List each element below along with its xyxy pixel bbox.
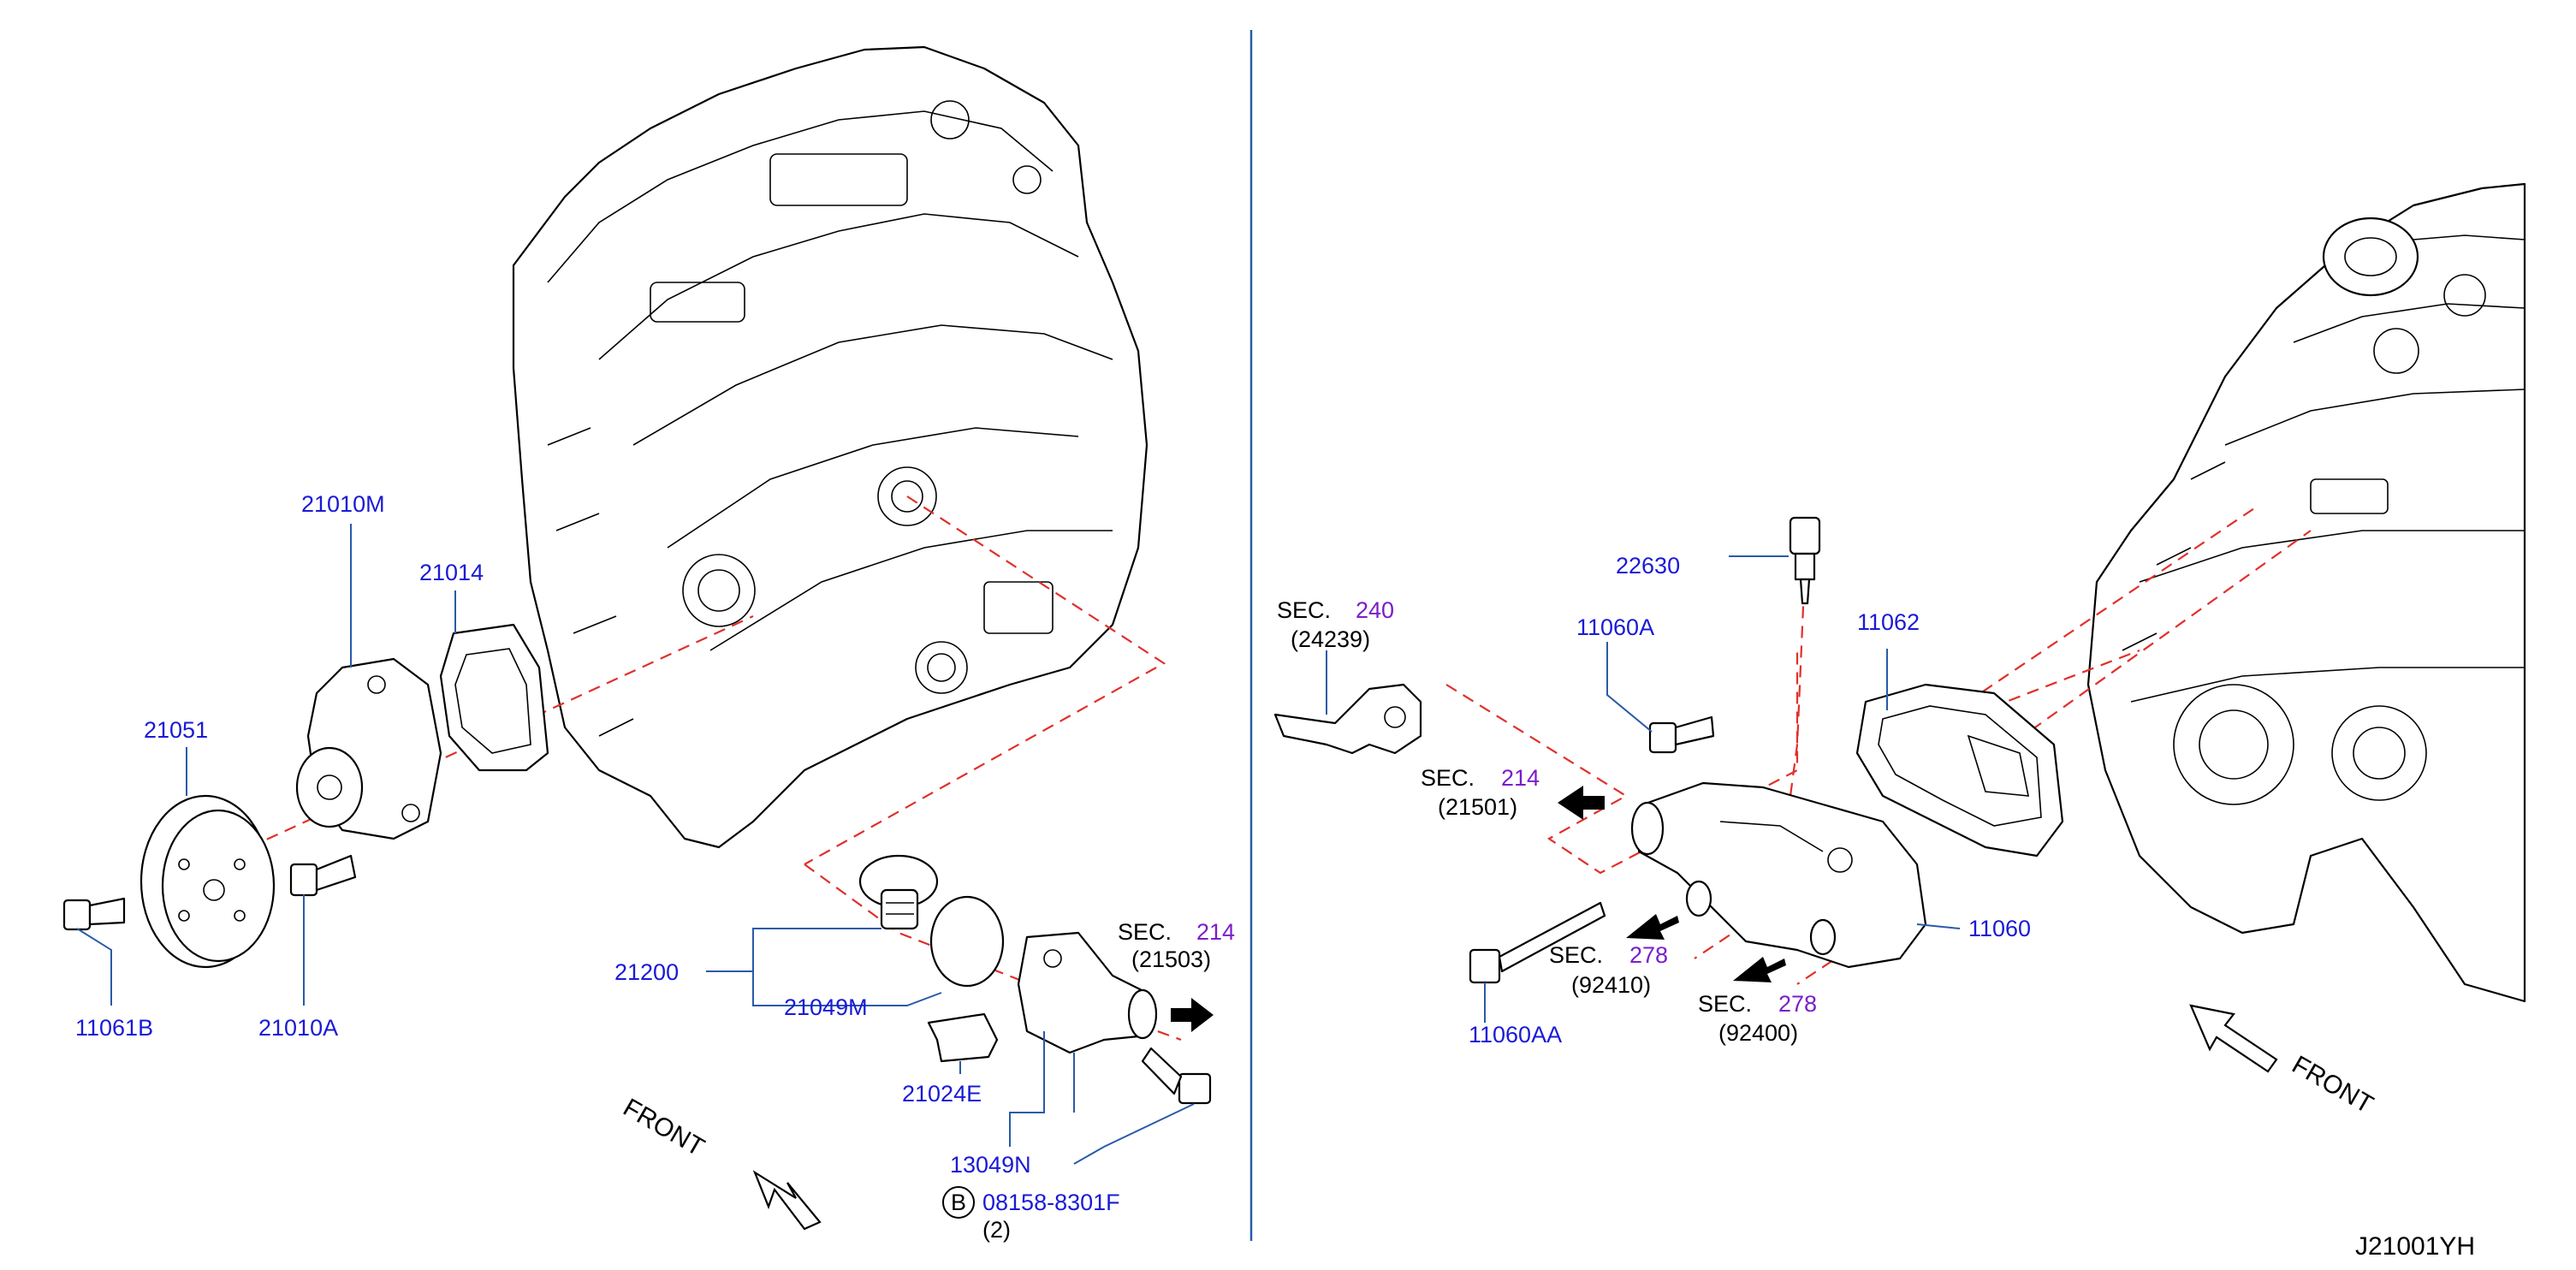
label-13049n: 13049N xyxy=(950,1152,1031,1178)
sec-label-92400: SEC. xyxy=(1698,991,1752,1017)
arrow-sec-278-92410 xyxy=(1626,914,1679,940)
label-21051: 21051 xyxy=(144,717,208,743)
sec-ref-92410: (92410) xyxy=(1571,972,1651,998)
sec-ref-21503: (21503) xyxy=(1131,947,1211,972)
bolt-08158-8301f xyxy=(1141,1047,1212,1105)
arrow-sec-214-21503 xyxy=(1171,998,1214,1032)
arrow-sec-214-21501 xyxy=(1558,786,1605,820)
bolt-marker-circle xyxy=(942,1186,975,1219)
long-bolt-11060aa xyxy=(1469,901,1606,984)
label-11061b: 11061B xyxy=(75,1015,153,1041)
sec-label-24239: SEC. xyxy=(1277,597,1331,623)
front-label-left: FRONT xyxy=(619,1093,709,1161)
bracket-24239 xyxy=(1273,683,1422,755)
label-21049m: 21049M xyxy=(784,994,868,1020)
sec-label-21501: SEC. xyxy=(1421,765,1475,791)
bolt-21010a xyxy=(289,854,357,897)
water-housing-11060 xyxy=(1630,781,1927,969)
temperature-sensor-22630 xyxy=(1789,516,1821,605)
arrow-sec-278-92400 xyxy=(1733,957,1786,982)
label-21010m: 21010M xyxy=(301,491,385,517)
water-outlet-13049n xyxy=(1017,931,1158,1054)
sec-label-92410: SEC. xyxy=(1549,942,1603,968)
thermostat-21200 xyxy=(858,854,939,930)
sec-number-240: 240 xyxy=(1356,597,1394,623)
bolt-11061b xyxy=(62,897,126,931)
label-21024e: 21024E xyxy=(902,1081,982,1107)
sec-number-214-21503: 214 xyxy=(1196,919,1235,945)
front-arrow-left xyxy=(752,1170,822,1231)
label-21010a: 21010A xyxy=(258,1015,338,1041)
clip-21024e xyxy=(927,1012,999,1063)
sec-number-278-92410: 278 xyxy=(1629,942,1668,968)
label-08158-8301f: 08158-8301F xyxy=(982,1190,1120,1215)
sec-label-21503: SEC. xyxy=(1118,919,1172,945)
sec-ref-92400: (92400) xyxy=(1718,1020,1798,1046)
engine-block-right xyxy=(2086,182,2526,1003)
sec-ref-21501: (21501) xyxy=(1438,794,1517,820)
label-11062: 11062 xyxy=(1857,609,1920,635)
water-pump-21010m xyxy=(295,657,442,840)
gasket-21014 xyxy=(439,623,549,772)
bolt-quantity: (2) xyxy=(982,1217,1011,1243)
label-22630: 22630 xyxy=(1616,553,1680,579)
label-11060a: 11060A xyxy=(1576,614,1654,640)
label-21200: 21200 xyxy=(614,959,679,985)
o-ring-21049m xyxy=(929,895,1005,988)
bolt-marker-b: B xyxy=(951,1190,966,1215)
bolt-11060a xyxy=(1648,715,1715,754)
label-11060: 11060 xyxy=(1968,916,2031,941)
gasket-11062 xyxy=(1855,683,2064,858)
sec-number-214-21501: 214 xyxy=(1501,765,1540,791)
label-21014: 21014 xyxy=(419,560,484,585)
pulley-21051 xyxy=(139,794,276,969)
sec-number-278-92400: 278 xyxy=(1778,991,1817,1017)
engine-block-left xyxy=(512,45,1149,849)
front-label-right: FRONT xyxy=(2288,1050,2378,1119)
label-11060aa: 11060AA xyxy=(1469,1022,1562,1047)
front-arrow-right xyxy=(2189,1004,2278,1073)
sec-ref-24239: (24239) xyxy=(1291,626,1370,652)
diagram-code: J21001YH xyxy=(2355,1232,2475,1261)
